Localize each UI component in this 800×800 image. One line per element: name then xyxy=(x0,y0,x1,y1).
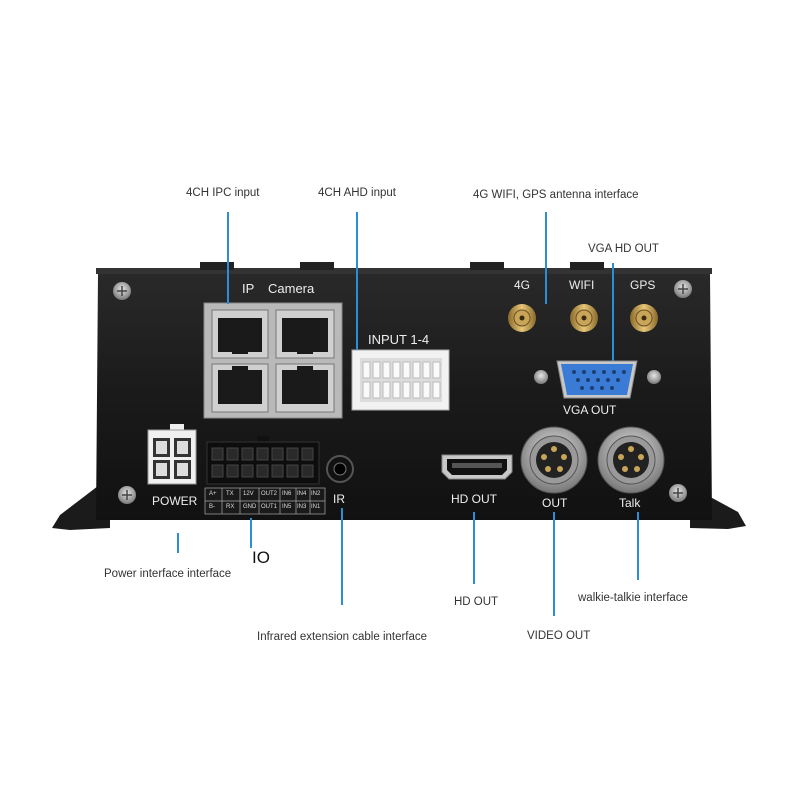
screw-bottom-left xyxy=(118,486,136,504)
antenna-connector-4g xyxy=(508,304,536,332)
io-label-cell: IN1 xyxy=(311,504,321,510)
vga-port xyxy=(534,360,661,399)
antenna-connector-wifi xyxy=(570,304,598,332)
leader-line-io xyxy=(250,518,252,548)
callout-ipc: 4CH IPC input xyxy=(186,187,260,199)
label-ir: IR xyxy=(333,492,345,506)
screw-top-left xyxy=(113,282,131,300)
callout-antenna: 4G WIFI, GPS antenna interface xyxy=(473,189,639,201)
rj45-port xyxy=(211,309,269,359)
ir-jack xyxy=(326,455,354,483)
mounting-bracket-left xyxy=(52,486,110,530)
callout-io: IO xyxy=(252,548,270,567)
leader-line-hdout xyxy=(473,512,475,584)
io-label-cell: A+ xyxy=(209,491,217,497)
io-label-cell: IN3 xyxy=(297,504,307,510)
label-hd-out: HD OUT xyxy=(451,492,497,506)
screw-top-right xyxy=(674,280,692,298)
callout-ir: Infrared extension cable interface xyxy=(257,631,428,643)
label-out: OUT xyxy=(542,496,568,510)
leader-line-power xyxy=(177,533,179,553)
aviation-connector-out xyxy=(520,426,588,494)
leader-line-video xyxy=(553,512,555,616)
io-label-cell: IN5 xyxy=(282,504,292,510)
label-talk: Talk xyxy=(619,496,641,510)
callout-ahd: 4CH AHD input xyxy=(318,187,396,199)
io-label-cell: TX xyxy=(226,491,234,497)
ahd-input-connector xyxy=(351,349,450,411)
callout-video: VIDEO OUT xyxy=(527,630,591,642)
leader-line-vga xyxy=(612,263,614,361)
io-connector xyxy=(204,436,326,515)
rj45-port xyxy=(275,309,335,359)
label-wifi: WIFI xyxy=(569,278,595,292)
leader-line-ir xyxy=(341,508,343,605)
label-camera: Camera xyxy=(268,281,315,296)
label-ip: IP xyxy=(242,281,255,296)
io-label-cell: OUT1 xyxy=(261,504,278,510)
leader-line-antenna xyxy=(545,212,547,304)
leader-line-ahd xyxy=(356,212,358,350)
power-connector xyxy=(147,424,197,485)
io-label-cell: IN6 xyxy=(282,491,292,497)
hdmi-port xyxy=(441,454,513,480)
callout-hdout: HD OUT xyxy=(454,596,499,608)
rj45-port xyxy=(275,363,335,413)
callout-vga: VGA HD OUT xyxy=(588,243,659,255)
antenna-connector-gps xyxy=(630,304,658,332)
label-4g: 4G xyxy=(514,278,531,292)
callout-talkie: walkie-talkie interface xyxy=(578,592,688,604)
rj45-port xyxy=(211,363,269,413)
io-label-cell: RX xyxy=(226,504,235,510)
screw-bottom-right xyxy=(669,484,687,502)
io-label-cell: OUT2 xyxy=(261,491,278,497)
label-gps: GPS xyxy=(630,278,656,292)
label-vga-out: VGA OUT xyxy=(563,403,617,417)
leader-line-talkie xyxy=(637,512,639,580)
label-power: POWER xyxy=(152,494,198,508)
io-label-cell: IN4 xyxy=(297,491,307,497)
label-input: INPUT 1-4 xyxy=(368,332,430,347)
leader-line-ipc xyxy=(227,212,229,304)
ethernet-ports xyxy=(203,302,343,419)
io-label-cell: GND xyxy=(243,504,257,510)
aviation-connector-talk xyxy=(597,426,665,494)
callout-power: Power interface interface xyxy=(104,568,232,580)
io-label-cell: 12V xyxy=(243,491,254,497)
io-label-cell: B- xyxy=(209,504,215,510)
io-label-cell: IN2 xyxy=(311,491,321,497)
